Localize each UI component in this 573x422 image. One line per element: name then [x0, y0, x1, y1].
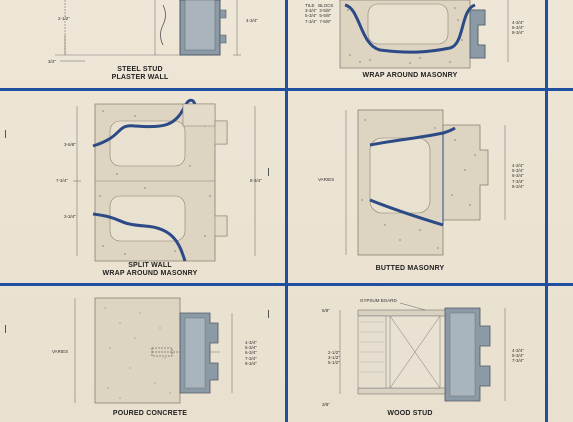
table-header-tile: TILE [305, 3, 315, 8]
wood-stud-drawing [339, 302, 506, 402]
dim-value: 4-3/4" [512, 163, 524, 168]
wrap-around-table-row: 7-3/4" 7-5/8" [305, 19, 334, 24]
table-cell: 7-5/8" [319, 18, 332, 24]
steel-stud-dim-right: 4-3/4" [246, 18, 258, 23]
table-cell: 5-5/8" [319, 13, 332, 19]
steel-stud-drawing [55, 0, 241, 62]
wood-stud-dim-top: 5/8" [322, 308, 330, 313]
butted-masonry-drawing [345, 109, 506, 256]
grid-line-vertical-center [285, 0, 288, 422]
table-cell: 5-3/4" [305, 13, 317, 19]
dim-value: 6-3/4" [512, 25, 524, 31]
poured-concrete-drawing [74, 297, 233, 404]
wrap-around-dim-right: 4-3/4" 6-3/4" 8-3/4" [512, 20, 524, 36]
split-wall-dim-right: 8-3/4" [250, 178, 262, 183]
wood-stud-caption: WOOD STUD [387, 410, 433, 417]
steel-stud-caption-line2: PLASTER WALL [111, 74, 169, 81]
dim-value: 7-3/4" [245, 355, 257, 361]
poured-dim-right: 4-3/4" 5-3/4" 6-3/4" 7-3/4" 8-3/4" [245, 340, 257, 366]
steel-stud-caption: STEEL STUD PLASTER WALL [95, 66, 185, 82]
dim-value: 7-3/4" [512, 358, 524, 364]
dim-value: 8-3/4" [512, 30, 524, 36]
dim-value: 3-1/2" [328, 355, 340, 361]
split-wall-dim-left-3: 3-3/4" [64, 214, 76, 219]
wrap-around-table: TILE BLOCK 3-3/4" 3-5/8" 5-3/4" 5-5/8" 7… [305, 3, 334, 24]
wood-stud-dim-bottom: 3/8" [322, 402, 330, 407]
table-header-block: BLOCK [318, 3, 334, 8]
steel-stud-caption-line1: STEEL STUD [117, 66, 163, 73]
dim-value: 6-3/4" [245, 350, 257, 356]
dim-value: 5-3/4" [245, 345, 257, 351]
dim-value: 4-3/4" [512, 20, 524, 25]
wood-stud-gypsum-label: GYPSUM BOARD [360, 298, 397, 303]
dim-value: 7-3/4" [512, 178, 524, 184]
dim-value: 5-1/2" [328, 360, 340, 366]
butted-dim-left: VARIES [318, 177, 335, 182]
wrap-around-drawing [339, 0, 509, 69]
wrap-around-table-row: 3-3/4" 3-5/8" [305, 8, 334, 13]
split-wall-drawing [73, 98, 256, 262]
table-cell: 3-3/4" [305, 8, 317, 14]
dim-value: 5-3/4" [512, 353, 524, 359]
wrap-around-caption: WRAP AROUND MASONRY [362, 72, 458, 79]
margin-tick [5, 130, 6, 138]
dim-value: 5-3/4" [512, 168, 524, 174]
wood-stud-dim-right: 4-3/4" 5-3/4" 7-3/4" [512, 348, 524, 364]
poured-dim-left: VARIES [52, 349, 69, 354]
dim-value: 2-1/2" [328, 350, 340, 355]
split-wall-dim-left-2: 7-3/4" [56, 178, 68, 183]
steel-stud-dim-left-2: 3/4" [48, 59, 56, 64]
dim-value: 6-3/4" [512, 173, 524, 179]
table-cell: 3-5/8" [319, 8, 332, 14]
split-wall-caption: SPLIT WALL WRAP AROUND MASONRY [80, 262, 220, 278]
poured-caption: POURED CONCRETE [112, 410, 188, 417]
dim-value: 8-3/4" [245, 360, 257, 366]
butted-dim-right: 4-3/4" 5-3/4" 6-3/4" 7-3/4" 8-3/4" [512, 163, 524, 189]
steel-stud-dim-left-1: 2-1/2" [58, 16, 70, 21]
margin-tick [268, 310, 269, 318]
grid-line-vertical-right [545, 0, 548, 422]
wood-stud-dim-left: 2-1/2" 3-1/2" 5-1/2" [328, 350, 340, 366]
butted-caption: BUTTED MASONRY [375, 265, 445, 272]
split-wall-caption-line2: WRAP AROUND MASONRY [102, 270, 198, 277]
margin-tick [268, 168, 269, 176]
margin-tick [5, 325, 6, 333]
split-wall-caption-line1: SPLIT WALL [128, 262, 172, 269]
table-cell: 7-3/4" [305, 18, 317, 24]
dim-value: 4-3/4" [512, 348, 524, 353]
wrap-around-table-row: 5-3/4" 5-5/8" [305, 13, 334, 18]
dim-value: 8-3/4" [512, 183, 524, 189]
split-wall-dim-left-1: 3-5/8" [64, 142, 76, 147]
dim-value: 4-3/4" [245, 340, 257, 345]
wrap-around-table-header: TILE BLOCK [305, 3, 334, 8]
